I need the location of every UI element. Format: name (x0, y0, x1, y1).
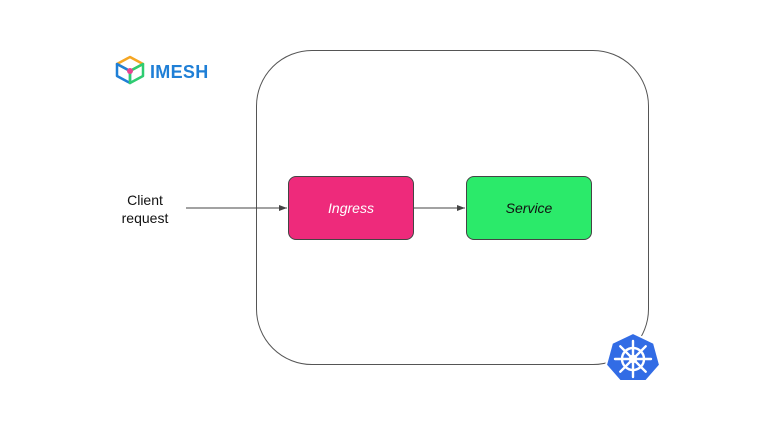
client-request-label: Client request (106, 191, 184, 227)
client-label-line1: Client (127, 192, 163, 208)
brand-name: IMESH (150, 62, 209, 82)
client-label-line2: request (121, 210, 169, 226)
ingress-node: Ingress (288, 176, 414, 240)
kubernetes-helm-icon (604, 331, 662, 387)
brand-logo: IMESH (114, 55, 209, 90)
service-node: Service (466, 176, 592, 240)
ingress-label: Ingress (328, 200, 374, 216)
service-label: Service (505, 200, 553, 216)
imesh-cube-logo-icon (114, 55, 146, 90)
